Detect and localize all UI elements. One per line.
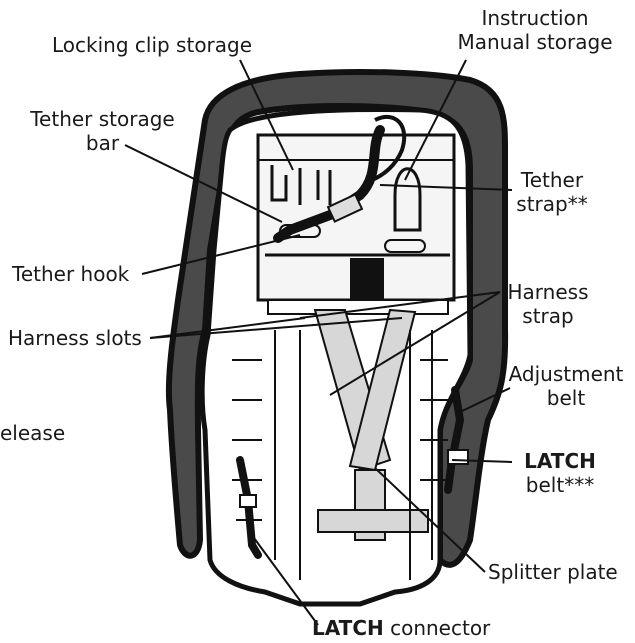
label-line: Harness — [488, 280, 608, 304]
label-line: belt — [498, 386, 634, 410]
label-release-partial: elease — [0, 421, 65, 445]
label-line: Tether storage — [10, 107, 195, 131]
label-line-bold: LATCH — [505, 449, 615, 473]
label-line: belt*** — [505, 473, 615, 497]
label-latch-belt: LATCH belt*** — [505, 449, 615, 497]
label-harness-strap: Harness strap — [488, 280, 608, 328]
label-locking-clip-storage: Locking clip storage — [52, 33, 252, 57]
label-line: Instruction — [440, 6, 630, 30]
label-line: Adjustment — [498, 362, 634, 386]
label-line: bar — [10, 131, 195, 155]
label-harness-slots: Harness slots — [8, 326, 142, 350]
label-tether-storage-bar: Tether storage bar — [10, 107, 195, 155]
label-bold: LATCH — [312, 616, 384, 640]
label-line: strap** — [502, 192, 602, 216]
label-tether-strap: Tether strap** — [502, 168, 602, 216]
label-tether-hook: Tether hook — [12, 262, 129, 286]
label-line: strap — [488, 304, 608, 328]
label-rest: connector — [384, 616, 491, 640]
label-line: Tether — [502, 168, 602, 192]
label-splitter-plate: Splitter plate — [488, 560, 618, 584]
label-instruction-manual-storage: Instruction Manual storage — [440, 6, 630, 54]
label-latch-connector: LATCH connector — [312, 616, 490, 640]
label-line: Manual storage — [440, 30, 630, 54]
label-adjustment-belt: Adjustment belt — [498, 362, 634, 410]
